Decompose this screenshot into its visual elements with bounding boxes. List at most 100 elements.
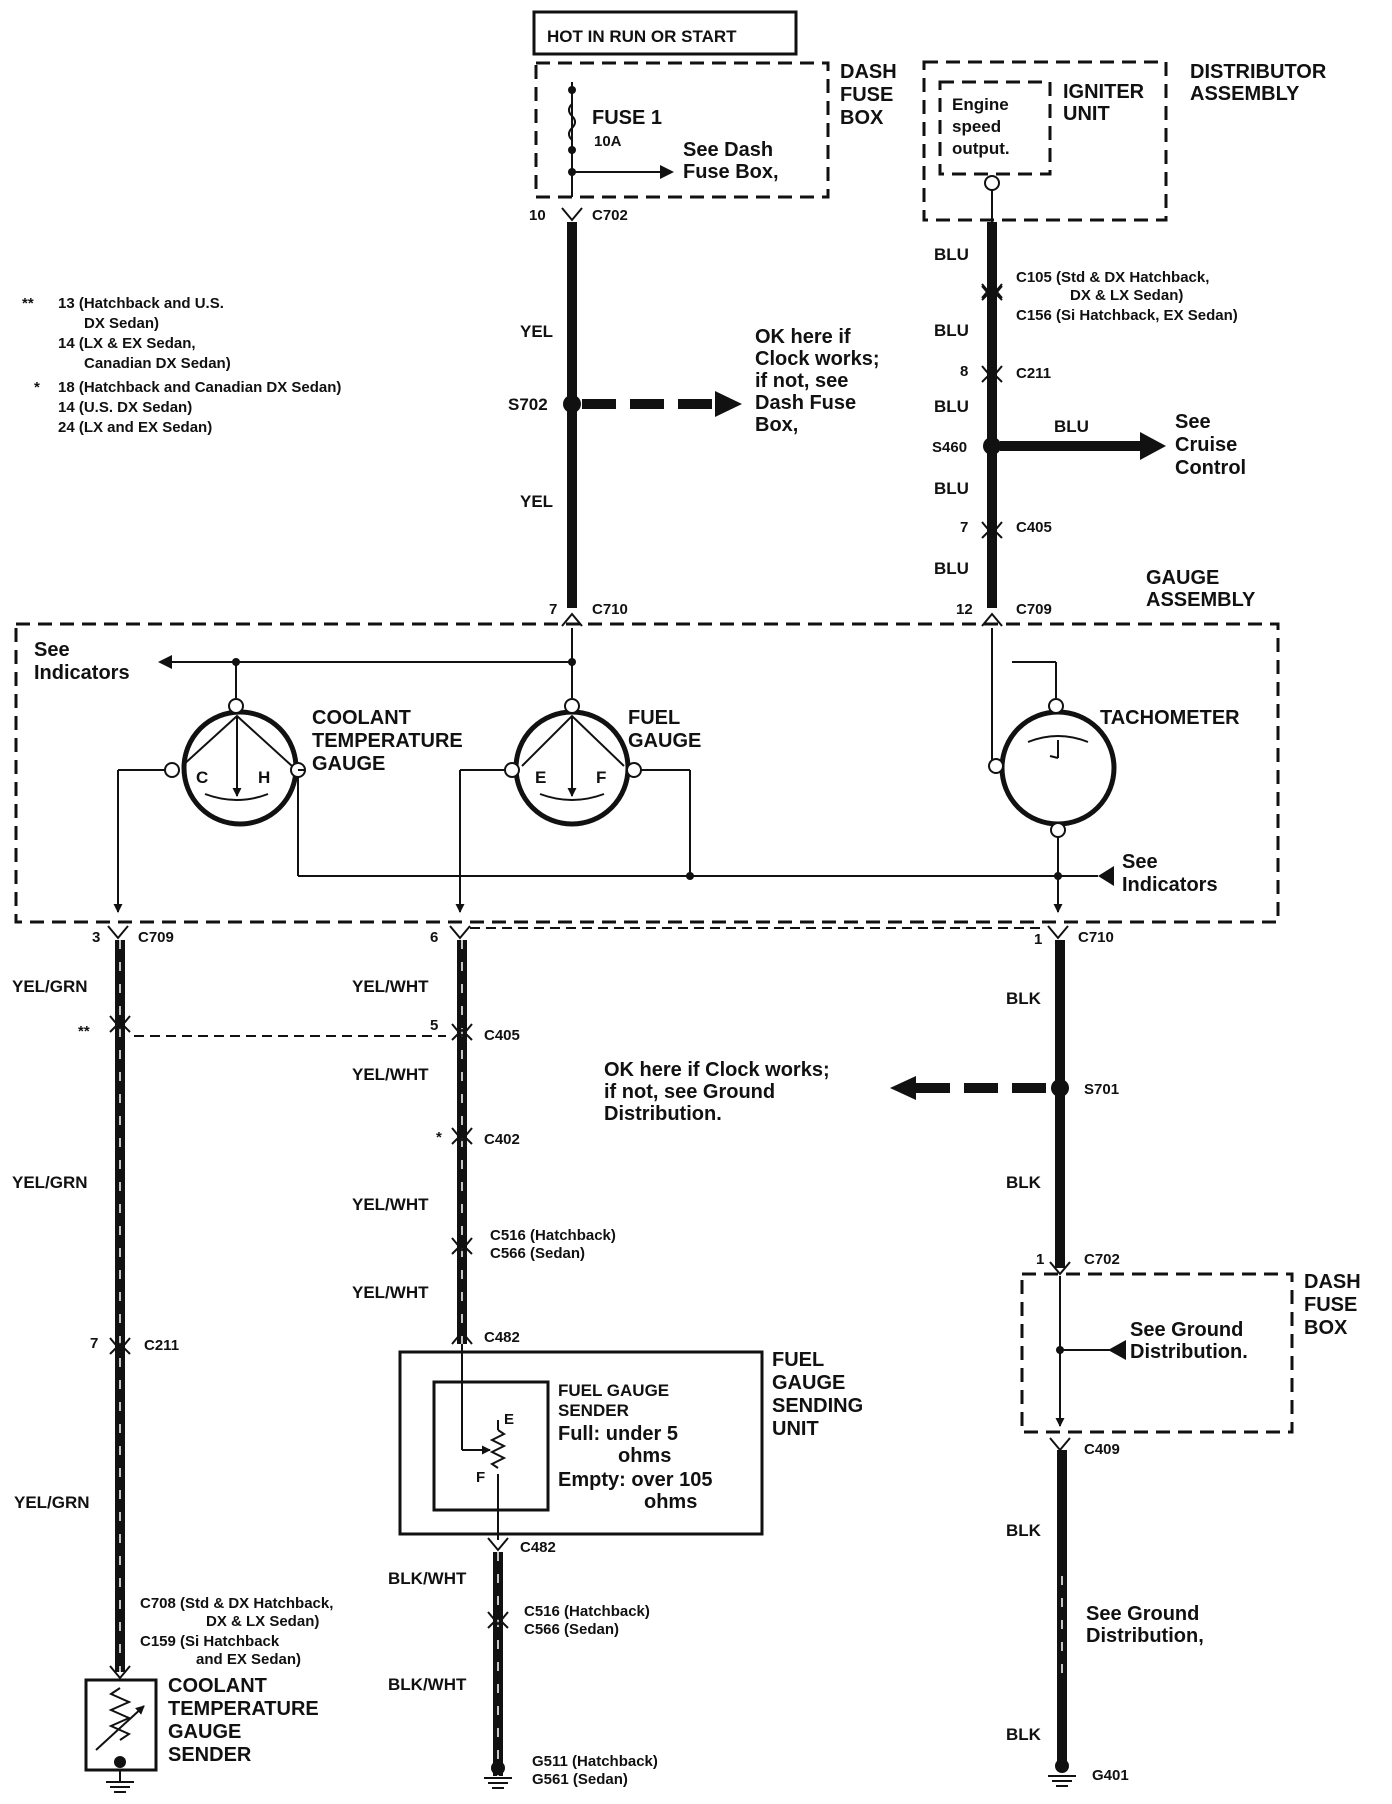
svg-text:C409: C409 bbox=[1084, 1441, 1120, 1458]
svg-text:BLK/WHT: BLK/WHT bbox=[388, 1569, 467, 1588]
svg-text:13 (Hatchback and U.S.: 13 (Hatchback and U.S. bbox=[58, 295, 224, 312]
svg-text:YEL/WHT: YEL/WHT bbox=[352, 1195, 429, 1214]
hot-in-run-label: HOT IN RUN OR START bbox=[547, 27, 737, 46]
svg-text:14 (LX & EX Sedan,: 14 (LX & EX Sedan, bbox=[58, 335, 196, 352]
svg-text:H: H bbox=[258, 768, 270, 787]
tachometer bbox=[988, 698, 1117, 838]
fuel-circuit: 6 YEL/WHT 5 C405 YEL/WHT * C402 YEL/WHT … bbox=[352, 925, 1040, 1789]
svg-text:F: F bbox=[476, 1469, 485, 1486]
svg-text:DX Sedan): DX Sedan) bbox=[84, 315, 159, 332]
svg-text:BLK: BLK bbox=[1006, 989, 1042, 1008]
svg-text:BLK/WHT: BLK/WHT bbox=[388, 1675, 467, 1694]
blu-wire-branch: BLU C105 (Std & DX Hatchback,DX & LX Sed… bbox=[932, 190, 1246, 627]
s702-splice bbox=[563, 395, 581, 413]
coolant-temperature-sender bbox=[84, 1678, 158, 1793]
svg-text:YEL/GRN: YEL/GRN bbox=[12, 977, 88, 996]
svg-text:BLK: BLK bbox=[1006, 1725, 1042, 1744]
svg-text:C709: C709 bbox=[138, 929, 174, 946]
svg-text:C482: C482 bbox=[484, 1329, 520, 1346]
svg-text:BLU: BLU bbox=[934, 397, 969, 416]
svg-text:C566 (Sedan): C566 (Sedan) bbox=[524, 1621, 619, 1638]
svg-text:C710: C710 bbox=[592, 601, 628, 618]
svg-text:**: ** bbox=[78, 1023, 90, 1040]
svg-text:BLU: BLU bbox=[934, 245, 969, 264]
svg-text:C211: C211 bbox=[144, 1337, 179, 1354]
svg-text:E: E bbox=[535, 768, 546, 787]
svg-text:14 (U.S. DX Sedan): 14 (U.S. DX Sedan) bbox=[58, 399, 192, 416]
svg-text:YEL/WHT: YEL/WHT bbox=[352, 1283, 429, 1302]
svg-text:BLK: BLK bbox=[1006, 1173, 1042, 1192]
svg-text:*: * bbox=[34, 379, 40, 396]
fuel-gauge: E F bbox=[504, 698, 642, 827]
s701-ok-note: OK here if Clock works;if not, see Groun… bbox=[604, 1059, 830, 1125]
svg-text:C702: C702 bbox=[1084, 1251, 1120, 1268]
svg-text:F: F bbox=[596, 768, 606, 787]
svg-text:6: 6 bbox=[430, 929, 438, 946]
svg-text:BLU: BLU bbox=[934, 479, 969, 498]
fuse-1-label: FUSE 1 bbox=[592, 107, 662, 129]
svg-text:7: 7 bbox=[549, 601, 557, 618]
svg-text:YEL/WHT: YEL/WHT bbox=[352, 1065, 429, 1084]
svg-text:18 (Hatchback and Canadian DX: 18 (Hatchback and Canadian DX Sedan) bbox=[58, 379, 341, 396]
svg-text:YEL/GRN: YEL/GRN bbox=[14, 1493, 90, 1512]
svg-text:**: ** bbox=[22, 295, 34, 312]
svg-text:C405: C405 bbox=[1016, 519, 1052, 536]
svg-text:BLU: BLU bbox=[1054, 417, 1089, 436]
svg-text:1: 1 bbox=[1036, 1251, 1044, 1268]
coolant-temperature-gauge: C H bbox=[164, 698, 306, 827]
svg-text:10: 10 bbox=[529, 207, 546, 224]
svg-text:C402: C402 bbox=[484, 1131, 520, 1148]
svg-text:C710: C710 bbox=[1078, 929, 1114, 946]
svg-text:C516 (Hatchback): C516 (Hatchback) bbox=[490, 1227, 616, 1244]
tachometer-label: TACHOMETER bbox=[1100, 707, 1240, 729]
svg-text:C: C bbox=[196, 768, 208, 787]
connector-notes: ** 13 (Hatchback and U.S. DX Sedan) 14 (… bbox=[22, 295, 341, 436]
svg-text:YEL/GRN: YEL/GRN bbox=[12, 1173, 88, 1192]
svg-text:S702: S702 bbox=[508, 395, 548, 414]
ground-circuit: 1 C710 BLK S701 OK here if Clock works;i… bbox=[604, 925, 1361, 1787]
fuse-1-rating: 10A bbox=[594, 133, 622, 150]
svg-text:C702: C702 bbox=[592, 207, 628, 224]
svg-text:3: 3 bbox=[92, 929, 100, 946]
svg-text:12: 12 bbox=[956, 601, 973, 618]
svg-text:7: 7 bbox=[960, 519, 968, 536]
svg-text:G561 (Sedan): G561 (Sedan) bbox=[532, 1771, 628, 1788]
svg-text:BLU: BLU bbox=[934, 559, 969, 578]
svg-text:*: * bbox=[436, 1129, 442, 1146]
svg-text:S701: S701 bbox=[1084, 1081, 1119, 1098]
coolant-circuit: 3 C709 YEL/GRN ** YEL/GRN 7 C211 YEL/GRN… bbox=[12, 925, 446, 1793]
svg-text:BLK: BLK bbox=[1006, 1521, 1042, 1540]
power-source: HOT IN RUN OR START bbox=[532, 10, 798, 56]
svg-text:C482: C482 bbox=[520, 1539, 556, 1556]
c105-label: C105 (Std & DX Hatchback,DX & LX Sedan) bbox=[1016, 269, 1209, 304]
svg-text:8: 8 bbox=[960, 363, 968, 380]
c708-label: C708 (Std & DX Hatchback,DX & LX Sedan) bbox=[140, 1595, 333, 1630]
